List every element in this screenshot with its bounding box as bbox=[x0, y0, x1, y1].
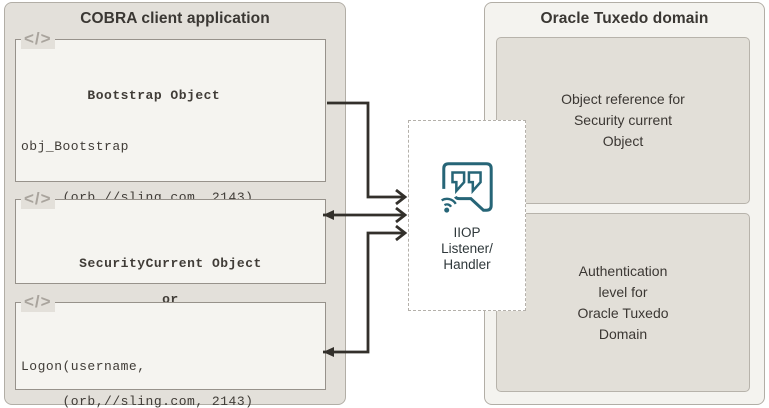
code-icon: </> bbox=[21, 292, 55, 312]
chat-quote-wifi-icon bbox=[441, 162, 493, 213]
logon-code-box: </> Logon(username, application_name, pa… bbox=[15, 292, 326, 390]
logon-code: Logon(username, application_name, passwo… bbox=[16, 303, 325, 408]
object-reference-text: Object reference for Security current Ob… bbox=[561, 91, 685, 149]
iiop-label-line: Listener/ bbox=[441, 241, 493, 256]
cobra-panel-title: COBRA client application bbox=[80, 10, 270, 27]
iiop-label: IIOP Listener/ Handler bbox=[409, 225, 525, 273]
security-current-code-box: </> SecurityCurrent Object PricipalAuthe… bbox=[15, 189, 326, 379]
auth-level-box: Authentication level for Oracle Tuxedo D… bbox=[496, 213, 750, 392]
iiop-label-line: Handler bbox=[443, 257, 491, 272]
code-line: (orb,//sling.com, 2143) bbox=[21, 394, 254, 408]
auth-level-text: Authentication level for Oracle Tuxedo D… bbox=[577, 262, 669, 342]
code-line: obj_Bootstrap bbox=[21, 139, 129, 154]
code-icon: </> bbox=[21, 29, 55, 49]
iiop-listener-handler-node: IIOP Listener/ Handler bbox=[408, 120, 526, 311]
tuxedo-domain-panel: Oracle Tuxedo domain Object reference fo… bbox=[484, 2, 765, 405]
code-icon: </> bbox=[21, 189, 55, 209]
iiop-label-line: IIOP bbox=[453, 225, 481, 240]
code-line: Bootstrap Object bbox=[21, 88, 221, 103]
cobra-client-panel: COBRA client application </> Bootstrap O… bbox=[4, 2, 346, 408]
object-reference-box: Object reference for Security current Ob… bbox=[496, 37, 750, 204]
tuxedo-panel-title: Oracle Tuxedo domain bbox=[540, 10, 709, 27]
bootstrap-code-box: </> Bootstrap Object obj_Bootstrap (orb,… bbox=[15, 29, 326, 408]
code-line: SecurityCurrent Object bbox=[79, 256, 262, 271]
code-line: Logon(username, bbox=[21, 359, 146, 374]
